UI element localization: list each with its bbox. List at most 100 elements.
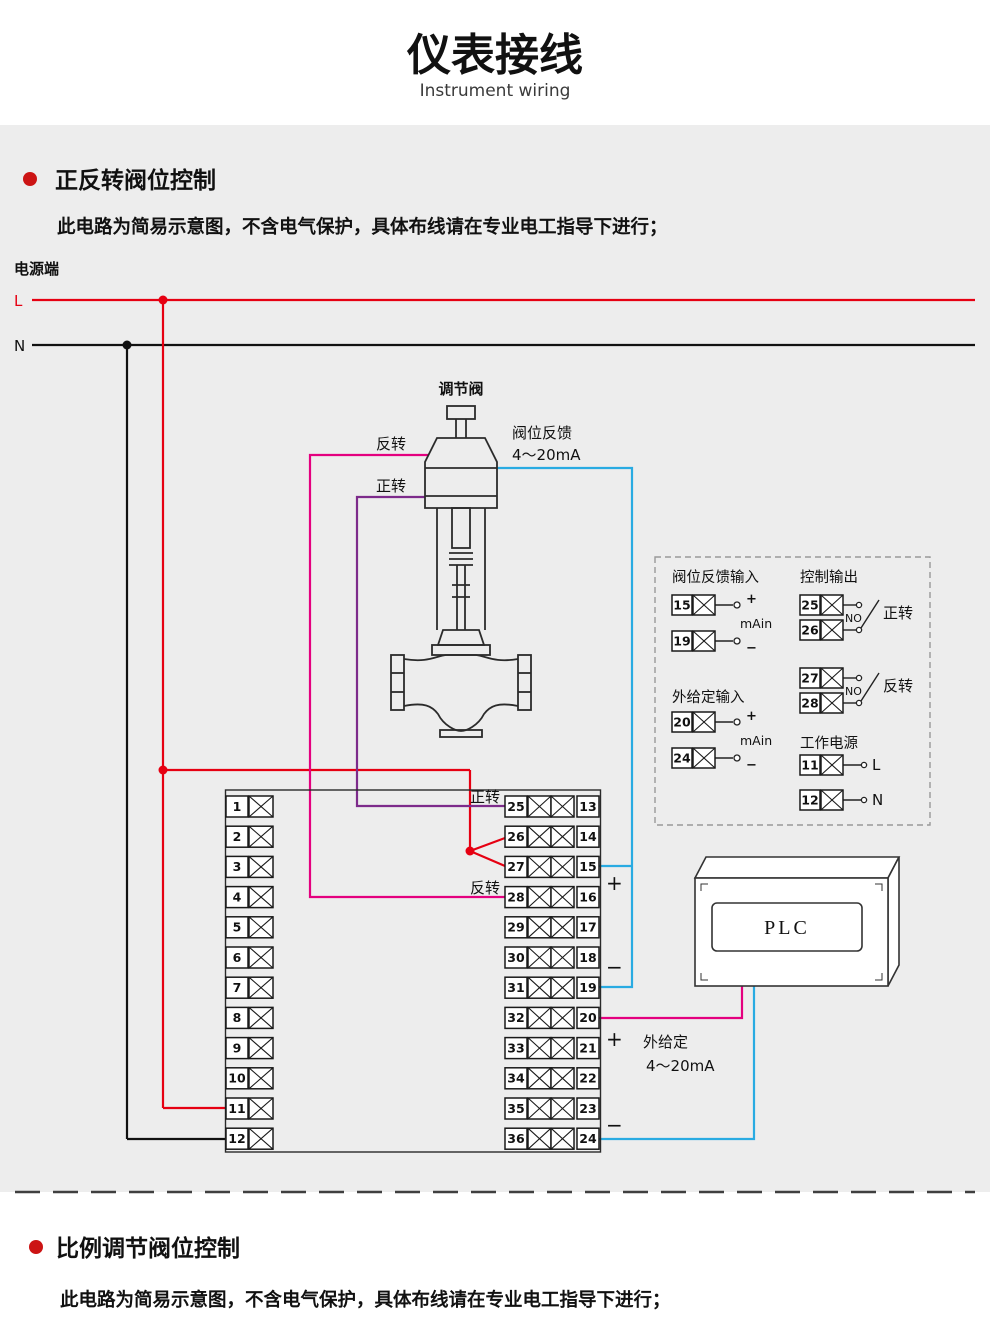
page-subtitle: Instrument wiring — [420, 81, 571, 101]
terminal-screw-icon — [248, 885, 274, 909]
terminal-screw-icon — [550, 1097, 575, 1120]
terminal-number: 7 — [225, 976, 249, 999]
feedback-label: 阀位反馈 — [512, 424, 572, 442]
terminal-screw-icon — [248, 946, 274, 969]
terminal-number: 2 — [225, 825, 249, 848]
plc-label: PLC — [764, 917, 810, 939]
terminal-number: 25 — [799, 594, 821, 616]
panel-external-title: 外给定输入 — [672, 689, 745, 706]
terminal-screw-icon — [527, 825, 552, 848]
terminal-screw-icon — [820, 594, 844, 616]
terminal-screw-icon — [550, 946, 575, 969]
feedback-plus-sign: + — [606, 871, 623, 895]
dashed-panel: 阀位反馈输入 + mAin − 控制输出 NO 正转 NO 反转 — [654, 556, 931, 826]
terminal-number: 35 — [504, 1097, 528, 1120]
minus-sign: − — [746, 641, 757, 656]
svg-text:31: 31 — [507, 980, 524, 995]
terminal-screw-icon — [527, 1097, 552, 1120]
relay-no-label: NO — [845, 685, 862, 698]
svg-text:10: 10 — [228, 1071, 246, 1086]
svg-text:9: 9 — [233, 1040, 242, 1055]
terminal-number: 21 — [576, 1036, 600, 1060]
svg-text:26: 26 — [507, 829, 525, 844]
panel-control-title: 控制输出 — [800, 569, 858, 586]
terminal-number: 10 — [225, 1067, 249, 1090]
terminal-screw-icon — [527, 1067, 552, 1090]
wire-l-feed — [161, 300, 506, 1110]
section-note: 此电路为简易示意图，不含电气保护，具体布线请在专业电工指导下进行； — [57, 216, 668, 238]
block-forward-label: 正转 — [470, 788, 500, 806]
terminal-screw-icon — [692, 630, 716, 652]
plc-top-face — [693, 856, 901, 879]
terminal-number: 24 — [576, 1127, 600, 1150]
terminal-number: 4 — [225, 885, 249, 909]
svg-text:33: 33 — [507, 1040, 524, 1055]
terminal-number: 5 — [225, 916, 249, 939]
terminal-screw-icon — [527, 1036, 552, 1060]
svg-text:27: 27 — [801, 670, 818, 685]
terminal-screw-icon — [550, 1127, 575, 1150]
bullet-icon — [29, 1240, 43, 1254]
valve-part — [451, 507, 471, 549]
terminal-screw-icon — [527, 885, 552, 909]
terminal-number: 11 — [225, 1097, 249, 1120]
svg-text:25: 25 — [507, 799, 524, 814]
terminal-number: 24 — [671, 747, 693, 769]
svg-text:2: 2 — [233, 829, 242, 844]
svg-text:12: 12 — [801, 792, 818, 807]
svg-text:24: 24 — [579, 1131, 597, 1146]
svg-text:16: 16 — [579, 889, 597, 904]
terminal-number: 15 — [576, 855, 600, 879]
power-terminal-label: 电源端 — [14, 260, 59, 278]
terminal-number: 36 — [504, 1127, 528, 1150]
terminal-number: 12 — [799, 789, 821, 811]
svg-text:23: 23 — [579, 1101, 596, 1116]
svg-text:20: 20 — [673, 714, 691, 729]
terminal-number: 33 — [504, 1036, 528, 1060]
control-valve: 调节阀 反转 正转 阀位反馈 4～20mA — [376, 380, 581, 738]
section-heading: 正反转阀位控制 — [55, 167, 216, 194]
terminal-screw-icon — [527, 1006, 552, 1030]
svg-text:30: 30 — [507, 950, 525, 965]
terminal-screw-icon — [527, 916, 552, 939]
panel-external: 外给定输入 + mAin − — [672, 689, 772, 773]
svg-text:11: 11 — [228, 1101, 245, 1116]
pin-icon — [855, 674, 863, 682]
terminal-number: 12 — [225, 1127, 249, 1150]
supply-l-label: L — [872, 756, 881, 774]
external-setpoint-range: 4～20mA — [646, 1057, 715, 1075]
svg-text:14: 14 — [579, 829, 597, 844]
svg-text:25: 25 — [801, 597, 818, 612]
valve-flange — [517, 654, 532, 711]
terminal-number: 22 — [576, 1067, 600, 1090]
valve-part — [424, 437, 498, 509]
wire-reverse — [308, 453, 505, 899]
valve-flange — [390, 654, 405, 711]
plus-sign: + — [746, 592, 757, 607]
terminal-number: 32 — [504, 1006, 528, 1030]
terminal-number: 14 — [576, 825, 600, 848]
header: 仪表接线 Instrument wiring — [406, 30, 583, 101]
terminal-screw-icon — [550, 825, 575, 848]
panel-feedback-title: 阀位反馈输入 — [672, 569, 759, 586]
terminal-number: 30 — [504, 946, 528, 969]
power-rails: 电源端 L N — [14, 260, 975, 355]
terminal-screw-icon — [692, 747, 716, 769]
terminal-screw-icon — [248, 1006, 274, 1030]
terminal-number: 1 — [225, 795, 249, 818]
terminal-screw-icon — [692, 594, 716, 616]
terminal-screw-icon — [248, 916, 274, 939]
section-note: 此电路为简易示意图，不含电气保护，具体布线请在专业电工指导下进行； — [60, 1289, 671, 1311]
panel-supply-title: 工作电源 — [800, 735, 858, 752]
svg-text:5: 5 — [233, 920, 242, 935]
svg-text:34: 34 — [507, 1071, 525, 1086]
terminal-screw-icon — [820, 692, 844, 714]
junction-dot — [158, 765, 168, 775]
terminal-screw-icon — [820, 789, 844, 811]
terminal-screw-icon — [248, 1036, 274, 1060]
supply-n-label: N — [872, 791, 883, 809]
pin-icon — [733, 637, 741, 645]
terminal-screw-icon — [248, 825, 274, 848]
svg-text:15: 15 — [579, 859, 596, 874]
